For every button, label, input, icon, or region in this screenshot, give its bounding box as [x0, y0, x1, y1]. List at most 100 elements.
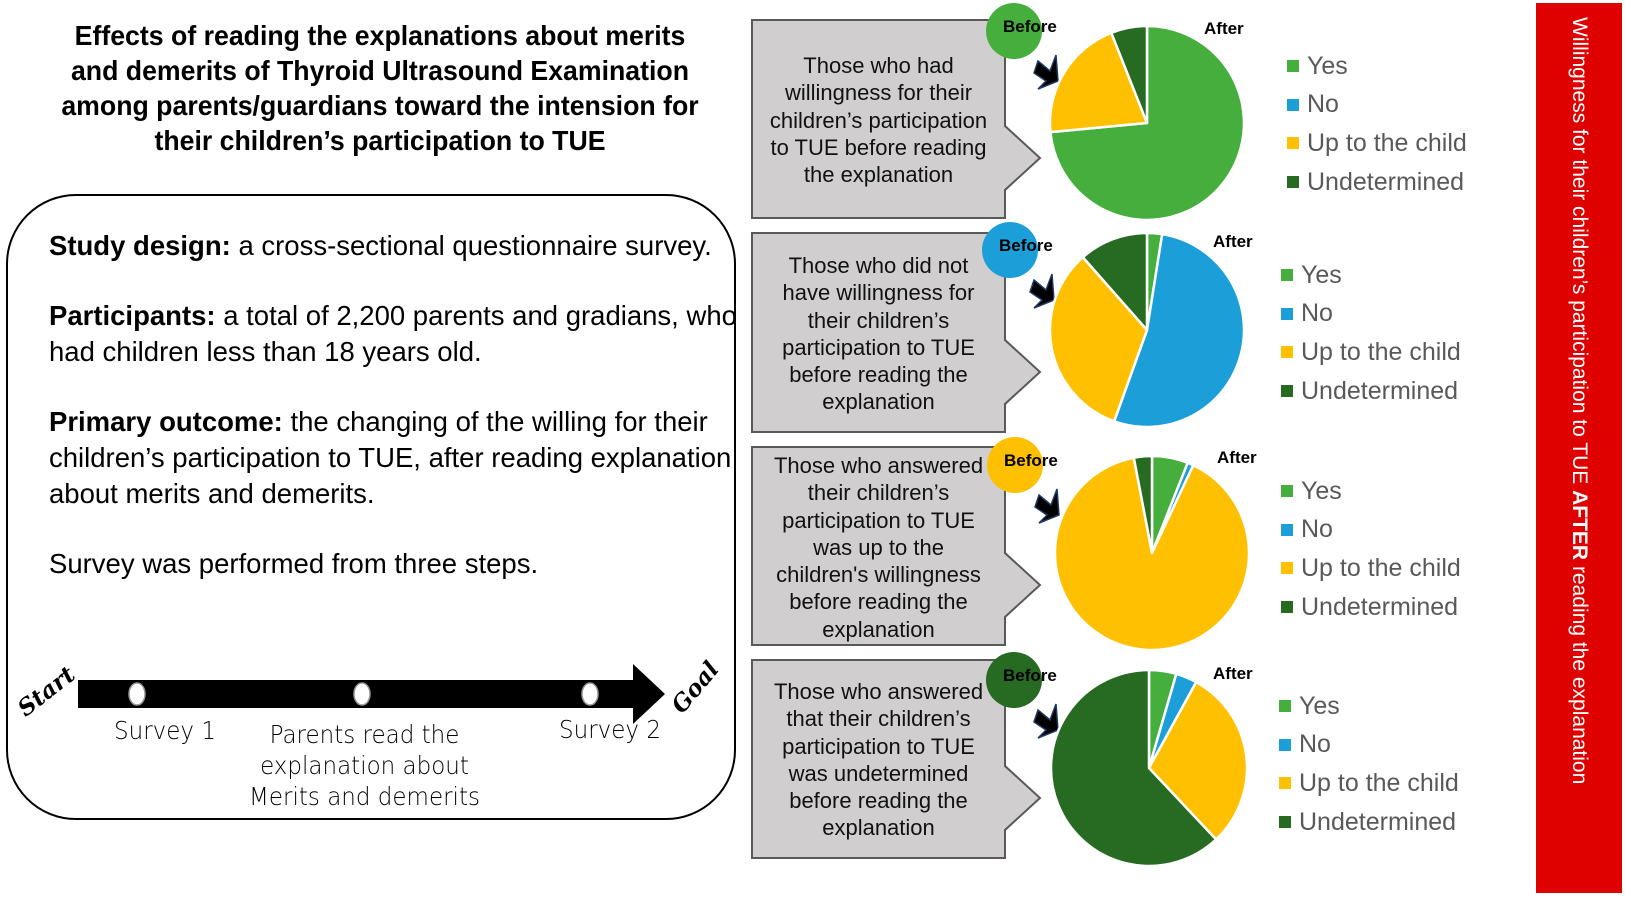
before-badge-circle	[986, 3, 1042, 59]
study-design-paragraph: Study design: a cross-sectional question…	[49, 228, 739, 264]
callout-line: Those who did not	[788, 253, 969, 278]
legend-item: Undetermined	[1281, 372, 1461, 411]
legend-swatch-icon	[1279, 700, 1291, 713]
before-to-after-arrow-icon	[1029, 273, 1055, 309]
legend-swatch-icon	[1281, 269, 1293, 282]
primary-outcome-label: Primary outcome:	[49, 406, 283, 437]
legend-item: Yes	[1281, 256, 1461, 295]
callout-line: children's willingness	[776, 562, 981, 588]
legend-label: No	[1299, 730, 1331, 759]
legend-swatch-icon	[1287, 176, 1299, 189]
pie-slice-undetermined	[1110, 24, 1149, 125]
legend-swatch-icon	[1287, 60, 1299, 73]
callout-line: children’s participation	[769, 107, 988, 133]
before-badge-circle	[986, 652, 1042, 708]
callout-line: explanation	[822, 389, 935, 415]
timeline-node-reading	[353, 682, 371, 706]
survey-2-label: Survey 2	[559, 715, 661, 744]
after-label: After	[1213, 232, 1253, 251]
legend-swatch-icon	[1281, 485, 1293, 498]
legend-label: No	[1301, 515, 1333, 544]
figure-title: Effects of reading the explanations abou…	[31, 18, 729, 158]
legend-item: Undetermined	[1287, 163, 1467, 202]
legend-item: Up to the child	[1281, 549, 1461, 588]
pie-slice-no	[1112, 232, 1246, 429]
callout-line: before reading the	[789, 589, 968, 615]
legend-swatch-icon	[1279, 738, 1291, 751]
title-line: and demerits of Thyroid Ultrasound Exami…	[70, 55, 690, 86]
participants-label: Participants:	[49, 300, 216, 331]
callout-line: to TUE before reading	[770, 134, 987, 160]
legend-label: Yes	[1301, 260, 1342, 289]
legend-swatch-icon	[1279, 816, 1291, 829]
primary-outcome-value: the changing of the willing for their ch…	[49, 406, 732, 509]
legend-swatch-icon	[1281, 307, 1293, 320]
legend-item: Undetermined	[1279, 803, 1459, 842]
study-design-value: a cross-sectional questionnaire survey.	[230, 230, 712, 261]
participants-paragraph: Participants: a total of 2,200 parents a…	[49, 298, 739, 370]
title-line: their children’s participation to TUE	[154, 125, 606, 156]
study-design-text: Study design: a cross-sectional question…	[49, 228, 739, 616]
side-banner-suffix: reading the explanation	[1568, 560, 1591, 785]
legend-label: Up to the child	[1301, 553, 1461, 582]
callout-line: the explanation	[803, 162, 954, 188]
legend-swatch-icon	[1281, 601, 1293, 614]
legend-item: No	[1281, 295, 1461, 334]
after-label: After	[1217, 448, 1257, 467]
legend-label: Undetermined	[1301, 376, 1459, 405]
legend-label: Undetermined	[1299, 807, 1457, 836]
legend-item: Up to the child	[1281, 333, 1461, 372]
callout-line: explanation	[822, 815, 935, 841]
reading-step-label: Parents read the explanation about Merit…	[243, 719, 487, 812]
callout-line: before reading the	[789, 788, 968, 814]
before-to-after-arrow-icon	[1033, 54, 1059, 90]
timeline-arrow-graphic	[78, 664, 665, 724]
callout-line: willingness for their	[784, 80, 973, 106]
callout-line: their children’s	[807, 307, 950, 333]
side-banner-emphasis: AFTER	[1568, 490, 1591, 561]
legend-label: Undetermined	[1301, 592, 1459, 621]
side-banner: Willingness for their children’s partici…	[1536, 3, 1622, 893]
steps-paragraph: Survey was performed from three steps.	[49, 548, 539, 579]
before-badge-circle	[982, 222, 1038, 278]
reading-step-line: explanation about	[260, 751, 469, 780]
before-label: Before	[1003, 17, 1057, 36]
pie-slice-undetermined	[1081, 231, 1149, 332]
study-design-box	[6, 194, 736, 820]
timeline-node-survey-2	[581, 682, 599, 706]
legend-label: Up to the child	[1307, 128, 1467, 157]
legend-label: Up to the child	[1301, 337, 1461, 366]
participants-value: a total of 2,200 parents and gradians, w…	[49, 300, 737, 367]
legend-item: Yes	[1287, 47, 1467, 86]
legend-swatch-icon	[1281, 562, 1293, 575]
callout-line: have willingness for	[782, 280, 975, 306]
callout-line: their children’s	[807, 480, 950, 506]
callout-line: Those who answered	[773, 679, 984, 704]
study-design-label: Study design:	[49, 230, 231, 261]
legend-item: Undetermined	[1281, 588, 1461, 627]
title-line: Effects of reading the explanations abou…	[74, 20, 686, 51]
legend-item: Yes	[1279, 687, 1459, 726]
legend-label: No	[1301, 299, 1333, 328]
reading-step-line: Parents read the	[269, 720, 460, 749]
callout-line: participation to TUE	[782, 334, 975, 360]
side-banner-prefix: Willingness for their children’s partici…	[1568, 17, 1591, 491]
legend-swatch-icon	[1281, 346, 1293, 359]
pie-slice-up-to-the-child	[1147, 680, 1249, 841]
legend-swatch-icon	[1279, 777, 1291, 790]
legend-swatch-icon	[1281, 385, 1293, 398]
survey-1-label: Survey 1	[114, 716, 216, 745]
callout-line: was up to the	[813, 534, 944, 560]
before-to-after-arrow-icon	[1033, 703, 1059, 739]
callout-line: before reading the	[789, 362, 968, 388]
callout-line: was undetermined	[788, 760, 969, 786]
legend-item: No	[1279, 726, 1459, 765]
reading-step-line: Merits and demerits	[249, 782, 480, 811]
after-label: After	[1204, 19, 1244, 38]
callout-line: participation to TUE	[782, 507, 975, 533]
